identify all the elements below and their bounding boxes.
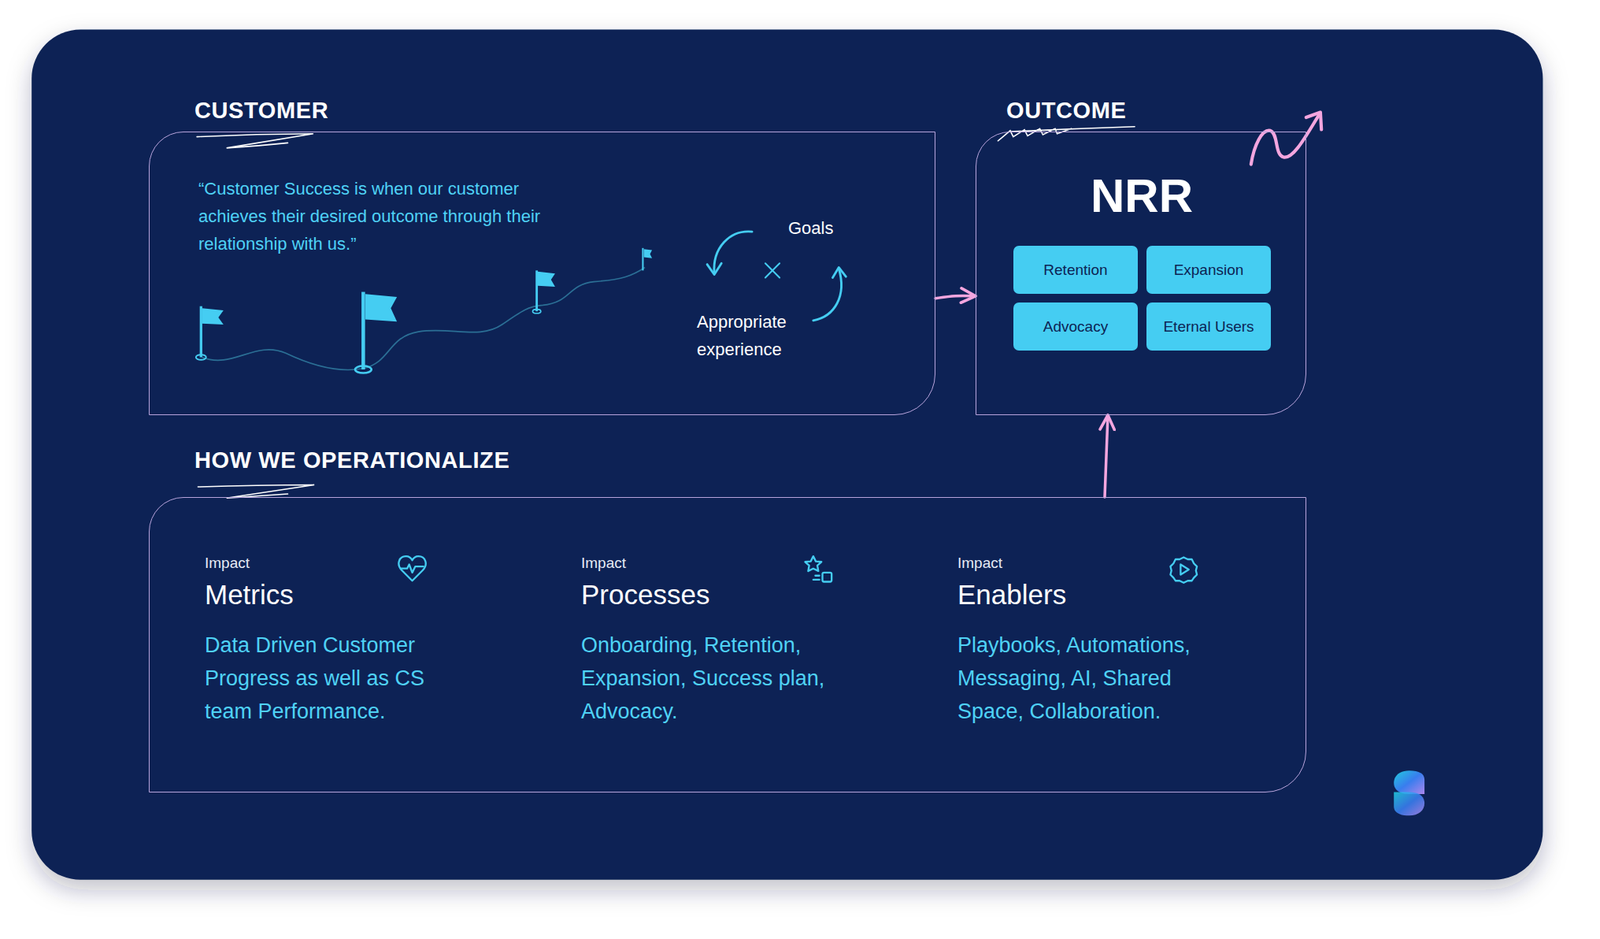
heading-scribbles-part: [197, 484, 315, 498]
flags-part: [200, 306, 203, 358]
growth-squiggle-part: [1251, 114, 1320, 164]
goal-label: Goals: [788, 214, 834, 242]
heading-scribbles-part: [997, 126, 1135, 141]
column-body: Onboarding, Retention, Expansion, Succes…: [581, 628, 853, 728]
impact-icons-part: [813, 575, 820, 580]
impact-icons-part: [1180, 563, 1189, 575]
heading-scribbles: [196, 126, 1135, 499]
section-heading: HOW WE OPERATIONALIZE: [194, 447, 510, 474]
section-panel: CUSTOMER“Customer Success is when our cu…: [148, 131, 936, 415]
impact-label: Impact: [581, 554, 626, 572]
growth-squiggle: [1251, 112, 1322, 165]
column-body: Data Driven Customer Progress as well as…: [204, 628, 477, 728]
outcome-chip: Eternal Users: [1146, 302, 1271, 351]
outcome-chip: Expansion: [1146, 245, 1271, 294]
chip-text: Expansion: [1174, 261, 1245, 279]
flags-part: [365, 293, 397, 322]
impact-icons-part: [804, 555, 822, 571]
cycle-arrows: [707, 231, 846, 321]
chip-text: Advocacy: [1043, 318, 1108, 336]
chip-text: Eternal Users: [1162, 318, 1254, 336]
brand-logo-part: [1393, 770, 1425, 794]
impact-icons-part: [400, 563, 424, 572]
flags-part: [361, 292, 366, 370]
impact-icons-part: [822, 572, 833, 582]
brand-logo: [1393, 770, 1425, 815]
cycle-arrows-part: [832, 266, 846, 278]
flags-part: [535, 270, 538, 312]
column-title: Processes: [581, 578, 710, 611]
section-panel: HOW WE OPERATIONALIZEImpactMetricsData D…: [148, 496, 1307, 793]
brand-logo-part: [1393, 791, 1425, 815]
cycle-arrows-part: [813, 268, 842, 321]
connector-arrow: [1104, 414, 1108, 497]
flags: [196, 248, 652, 374]
impact-label: Impact: [204, 554, 250, 572]
journey-path: [202, 266, 645, 370]
impact-icons-part: [1170, 556, 1197, 582]
cycle-arrows-part: [707, 262, 722, 275]
outcome-chip: Retention: [1013, 245, 1138, 294]
column-body: Playbooks, Automations, Messaging, AI, S…: [957, 628, 1230, 728]
flags-part: [644, 248, 652, 259]
column-title: Metrics: [204, 578, 294, 611]
impact-label: Impact: [957, 554, 1003, 572]
metric-title: NRR: [976, 168, 1308, 223]
growth-squiggle-part: [1306, 112, 1322, 130]
flags-part: [532, 309, 541, 314]
experience-label: Appropriate experience: [696, 307, 823, 363]
section-heading: OUTCOME: [1006, 97, 1126, 124]
quote-text: “Customer Success is when our customer a…: [198, 174, 585, 258]
chip-text: Retention: [1043, 261, 1108, 279]
flags-part: [196, 354, 207, 360]
flags-part: [641, 248, 644, 271]
heading-scribbles-part: [196, 133, 314, 149]
background-card: [31, 29, 1543, 880]
section-panel: OUTCOMENRRRetentionExpansionAdvocacyEter…: [975, 131, 1307, 415]
section-heading: CUSTOMER: [194, 97, 329, 124]
flags-part: [537, 271, 556, 287]
impact-icons: [398, 555, 1197, 583]
connector-arrow: [935, 295, 976, 298]
column-title: Enablers: [957, 578, 1067, 611]
flags-part: [355, 365, 372, 373]
impact-icons-part: [398, 555, 426, 581]
cycle-arrows-part: [765, 262, 780, 278]
flags-part: [202, 307, 224, 325]
outcome-chip: Advocacy: [1013, 302, 1138, 351]
